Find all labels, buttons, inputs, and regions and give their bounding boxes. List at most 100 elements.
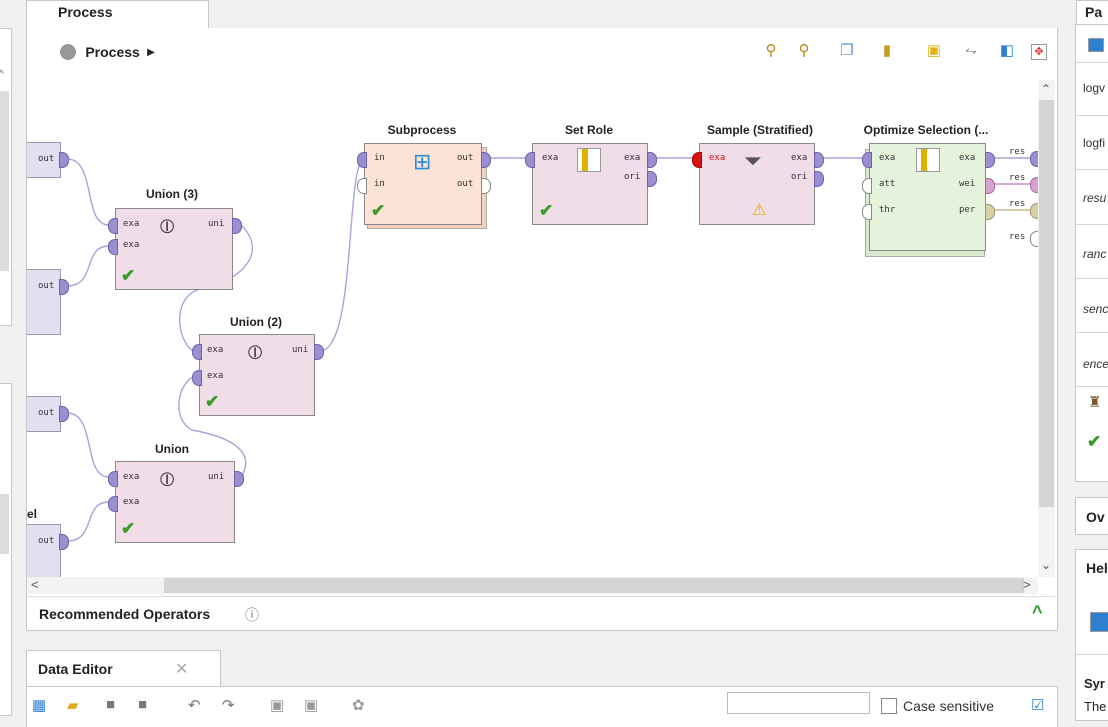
input-port[interactable] (108, 218, 118, 234)
scroll-thumb[interactable] (0, 91, 9, 271)
output-port[interactable] (234, 471, 244, 487)
port-label: uni (208, 219, 225, 229)
output-port[interactable] (814, 152, 824, 168)
output-port[interactable] (59, 534, 69, 550)
add-note-icon[interactable]: ▣ (926, 42, 942, 59)
input-port[interactable] (192, 370, 202, 386)
divider (1076, 115, 1108, 116)
breadcrumb[interactable]: Process ▶ (60, 44, 155, 64)
scroll-up-icon[interactable]: ^ (0, 69, 4, 80)
divider (1076, 332, 1108, 333)
output-port[interactable] (814, 171, 824, 187)
result-port[interactable] (1030, 231, 1038, 247)
scroll-up-icon[interactable]: ⌃ (1041, 82, 1052, 96)
input-port[interactable] (108, 239, 118, 255)
port-label: exa (709, 153, 726, 163)
output-port[interactable] (59, 406, 69, 422)
add-column-icon[interactable]: ▣ (304, 697, 319, 714)
zoom-out-icon[interactable]: ⚲ (798, 42, 810, 59)
case-sensitive-checkbox[interactable] (881, 698, 897, 714)
canvas-vscroll[interactable]: ⌃ ⌄ (1038, 80, 1055, 577)
union-icon: ⦶ (248, 342, 263, 364)
input-port[interactable] (862, 178, 872, 194)
hscroll-thumb[interactable] (164, 578, 1024, 593)
input-port[interactable] (357, 152, 367, 168)
result-port[interactable] (1030, 203, 1038, 219)
input-port[interactable] (108, 496, 118, 512)
expand-up-icon[interactable]: ^ (1032, 602, 1043, 622)
status-ok-icon: ✔ (205, 392, 220, 411)
output-port[interactable] (59, 279, 69, 295)
output-port[interactable] (985, 152, 995, 168)
result-port[interactable] (1030, 151, 1038, 167)
case-sensitive-label: Case sensitive (903, 698, 995, 714)
paste-icon[interactable]: ▮ (882, 42, 892, 59)
output-port[interactable] (481, 152, 491, 168)
port-label: exa (879, 153, 896, 163)
left-source-1[interactable]: out (27, 142, 69, 178)
zoom-in-icon[interactable]: ⚲ (765, 42, 777, 59)
output-port[interactable] (985, 204, 995, 220)
help-tab-label: Hel (1086, 560, 1108, 576)
settings-icon[interactable]: ✿ (352, 697, 365, 714)
input-port[interactable] (192, 344, 202, 360)
input-port[interactable] (525, 152, 535, 168)
canvas-hscroll[interactable]: < > (27, 577, 1038, 594)
layers-icon[interactable]: ◧ (999, 42, 1015, 59)
input-port[interactable] (108, 471, 118, 487)
scroll-left-icon[interactable]: < (31, 577, 39, 592)
operator-sample-stratified[interactable]: exa ⏷ exa ori ⚠ (692, 143, 824, 225)
close-icon[interactable]: ✕ (175, 661, 189, 678)
scroll-down-icon[interactable]: ⌄ (1041, 558, 1052, 572)
expert-icon[interactable]: ♜ (1088, 394, 1102, 411)
help-text: The (1084, 699, 1107, 714)
input-port[interactable] (357, 178, 367, 194)
left-source-3[interactable]: out (27, 396, 69, 432)
copy-icon[interactable]: ❐ (840, 42, 854, 59)
input-port[interactable] (692, 152, 702, 168)
result-port[interactable] (1030, 177, 1038, 193)
redo-icon[interactable]: ↷ (222, 697, 235, 714)
operator-title: Optimize Selection (... (863, 123, 989, 137)
search-input[interactable] (727, 692, 870, 714)
add-row-icon[interactable]: ▣ (270, 697, 285, 714)
operator-set-role[interactable]: exa exa ori ✔ (525, 143, 657, 225)
output-port[interactable] (314, 344, 324, 360)
recommended-operators-bar[interactable]: Recommended Operators ⓘ ^ (27, 596, 1055, 630)
vscroll-thumb[interactable] (1039, 100, 1054, 507)
port-label: exa (123, 240, 140, 250)
save-as-icon[interactable]: ■ (138, 696, 148, 713)
overview-panel[interactable]: Ov (1075, 497, 1108, 535)
output-port[interactable] (985, 178, 995, 194)
operator-subprocess[interactable]: in in ⊞ out out ✔ (357, 143, 491, 225)
auto-wire-icon[interactable]: ⥊ (964, 42, 977, 59)
output-port[interactable] (647, 171, 657, 187)
operator-optimize-selection[interactable]: exa att thr exa wei per (862, 143, 995, 251)
open-folder-icon[interactable]: ▰ (67, 697, 79, 714)
info-icon[interactable]: ⓘ (245, 607, 259, 623)
input-port[interactable] (862, 152, 872, 168)
operator-union[interactable]: exa exa ⦶ uni ✔ (108, 461, 244, 543)
output-port[interactable] (232, 218, 242, 234)
scroll-right-icon[interactable]: > (1023, 577, 1031, 592)
undo-icon[interactable]: ↶ (188, 697, 201, 714)
process-canvas[interactable]: out out out el out Union (3) exa exa ⦶ u… (27, 80, 1038, 577)
left-source-2[interactable]: out (27, 269, 69, 335)
output-port[interactable] (59, 152, 69, 168)
clear-filter-icon[interactable]: ☑ (1031, 697, 1045, 714)
left-source-4[interactable]: out (27, 524, 69, 577)
operator-union-3[interactable]: exa exa ⦶ uni ✔ (108, 208, 242, 290)
tab-parameters[interactable]: Pa (1076, 0, 1108, 25)
new-table-icon[interactable]: ▦ (32, 697, 47, 714)
tab-data-editor[interactable]: Data Editor ✕ (26, 650, 221, 687)
output-port[interactable] (481, 178, 491, 194)
tab-process[interactable]: Process (26, 0, 209, 29)
result-port-label: res (1009, 199, 1026, 209)
fit-view-icon[interactable]: ✥ (1031, 44, 1047, 60)
save-icon[interactable]: ■ (106, 696, 116, 713)
input-port[interactable] (862, 204, 872, 220)
scroll-thumb-2[interactable] (0, 494, 9, 554)
output-port[interactable] (647, 152, 657, 168)
port-label: ori (624, 172, 641, 182)
operator-union-2[interactable]: exa exa ⦶ uni ✔ (192, 334, 324, 416)
